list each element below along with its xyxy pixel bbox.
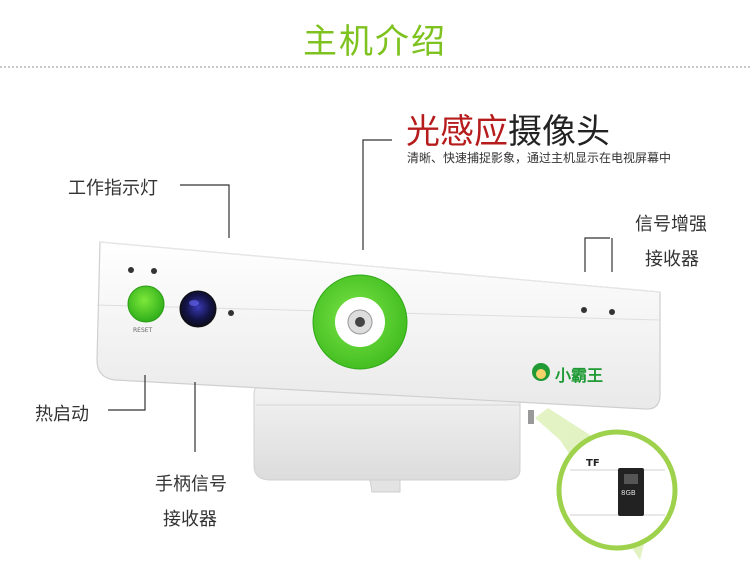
sd-card-zoom	[556, 429, 678, 551]
label-work-indicator: 工作指示灯	[68, 178, 158, 199]
controller-receiver-sensor	[179, 290, 217, 328]
callout-camera	[362, 139, 392, 250]
sd-card-size: 8GB	[621, 489, 636, 497]
sd-card-tag: TF	[586, 458, 600, 469]
label-controller-signal-2: 接收器	[163, 509, 217, 530]
camera-headline-rest: 摄像头	[508, 112, 610, 152]
page-title: 主机介绍	[303, 22, 447, 62]
sd-slot	[528, 410, 534, 424]
camera-description: 清晰、快速捕捉影象，通过主机显示在电视屏幕中	[407, 151, 672, 165]
callout-lines	[108, 139, 613, 452]
camera-lens	[312, 274, 408, 370]
camera-headline: 光感应摄像头	[406, 104, 610, 153]
callout-hot-start	[108, 375, 146, 411]
callout-signal-1	[584, 237, 610, 272]
indicator-light-3	[228, 310, 234, 316]
indicator-light-2	[151, 268, 157, 274]
brand-name: 小霸王	[555, 366, 604, 385]
receiver-dot-1	[581, 307, 587, 313]
callout-work-indicator	[180, 184, 230, 238]
receiver-dot-2	[609, 309, 615, 315]
reset-button	[127, 285, 165, 323]
brand-logo-icon	[532, 363, 550, 381]
label-hot-start: 热启动	[35, 404, 89, 425]
reset-label: RESET	[133, 327, 153, 334]
indicator-light-1	[128, 267, 134, 273]
label-signal-boost-2: 接收器	[645, 249, 699, 270]
title-divider	[0, 66, 750, 68]
label-controller-signal-1: 手柄信号	[155, 474, 227, 495]
label-signal-boost-1: 信号增强	[635, 214, 707, 235]
camera-headline-highlight: 光感应	[406, 112, 508, 152]
